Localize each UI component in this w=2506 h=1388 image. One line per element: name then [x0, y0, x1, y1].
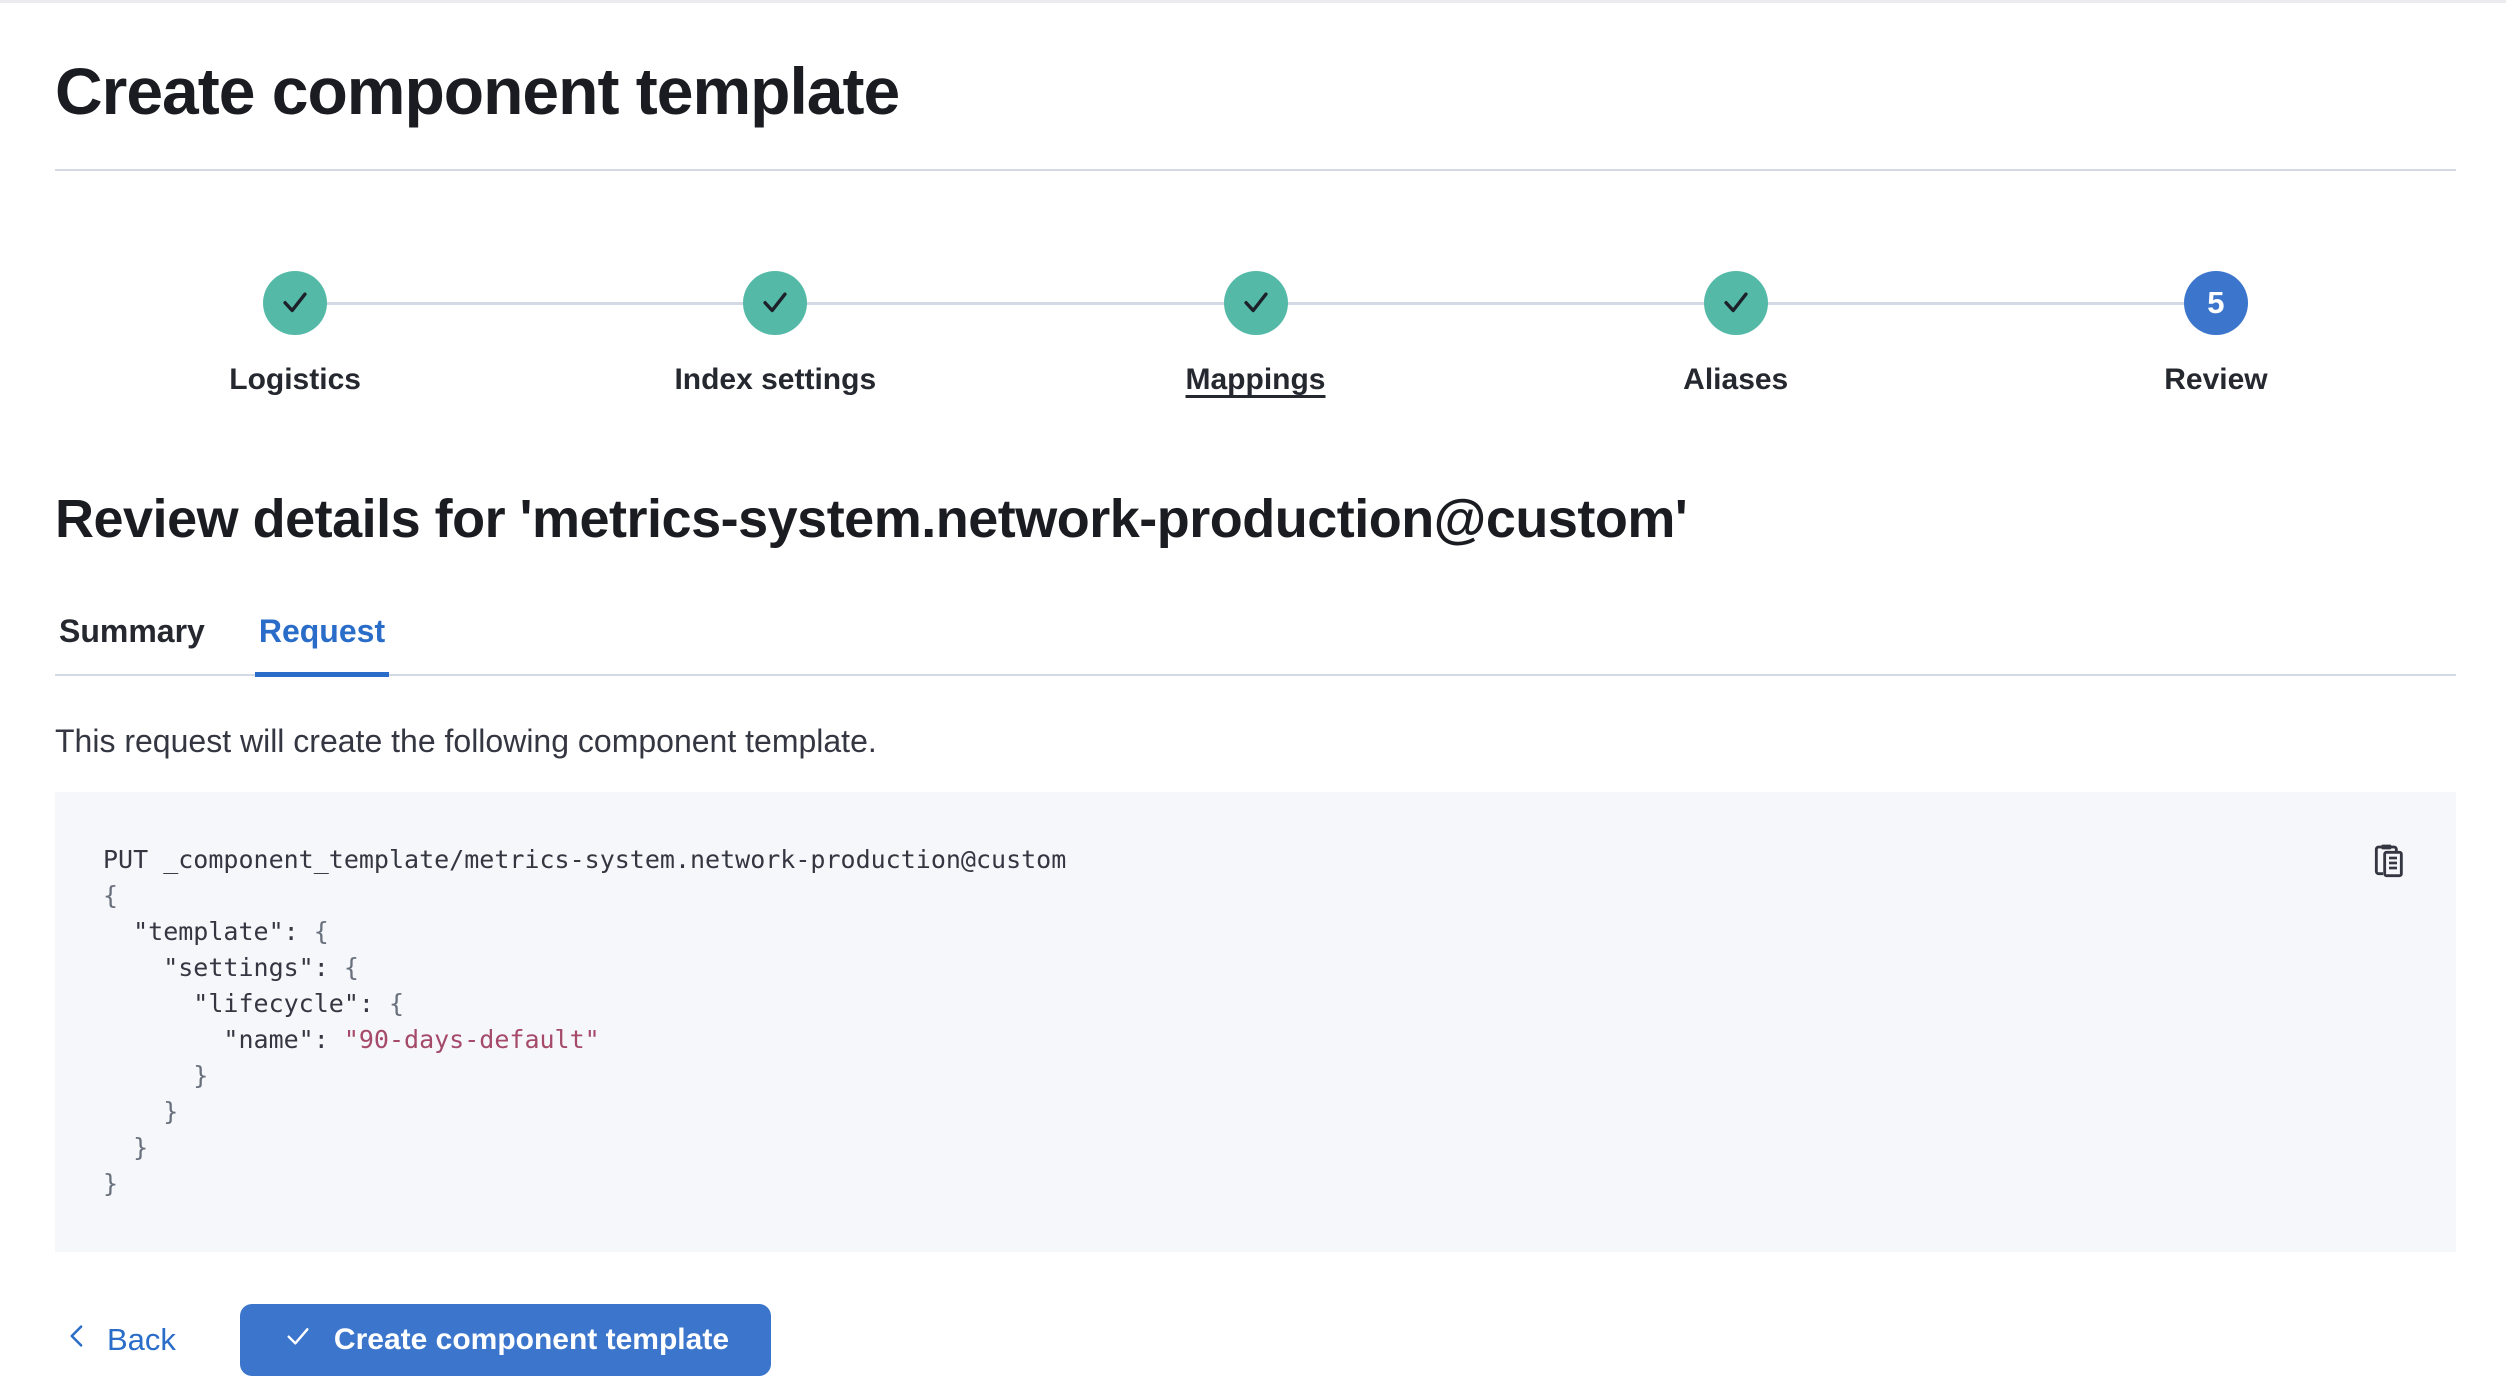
- step-circle: [1223, 271, 1288, 335]
- check-icon: [1239, 285, 1273, 322]
- back-button[interactable]: Back: [55, 1320, 184, 1360]
- step-label: Logistics: [229, 363, 361, 396]
- chevron-left-icon: [63, 1321, 93, 1359]
- code-line: }: [103, 1133, 149, 1162]
- code-line: PUT _component_template/metrics-system.n…: [103, 845, 1067, 874]
- step-item-aliases[interactable]: Aliases: [1496, 271, 1976, 399]
- check-icon: [1719, 285, 1753, 322]
- step-item-index-settings[interactable]: Index settings: [535, 271, 1015, 399]
- step-circle: [1703, 271, 1768, 335]
- tab-bar: Summary Request: [55, 613, 2456, 677]
- code-line: }: [103, 1097, 179, 1126]
- page-content: Create component template Logistics Inde…: [0, 45, 2506, 1376]
- code-lines: PUT _component_template/metrics-system.n…: [103, 842, 2336, 1202]
- page-title: Create component template: [55, 54, 900, 128]
- step-item-mappings[interactable]: Mappings: [1015, 271, 1495, 399]
- step-circle: [263, 271, 328, 335]
- back-button-label: Back: [107, 1322, 176, 1357]
- check-icon: [758, 285, 792, 322]
- step-progress: Logistics Index settings Mappings: [55, 271, 2456, 399]
- code-line: "settings": {: [103, 953, 359, 982]
- request-description: This request will create the following c…: [55, 723, 877, 759]
- request-code-panel: PUT _component_template/metrics-system.n…: [55, 792, 2456, 1252]
- code-line: }: [103, 1169, 119, 1198]
- step-circle-current: 5: [2183, 271, 2248, 335]
- tab-request[interactable]: Request: [254, 613, 390, 677]
- tab-summary[interactable]: Summary: [55, 613, 209, 676]
- code-line: {: [103, 881, 119, 910]
- code-line: "lifecycle": {: [103, 989, 405, 1018]
- step-label: Aliases: [1683, 363, 1789, 396]
- step-label: Mappings: [1185, 363, 1326, 396]
- check-icon: [278, 285, 312, 322]
- create-component-template-button[interactable]: Create component template: [239, 1304, 772, 1376]
- copy-clipboard-icon: [2368, 841, 2408, 884]
- check-icon: [282, 1320, 314, 1360]
- step-item-logistics[interactable]: Logistics: [55, 271, 535, 399]
- step-number: 5: [2207, 285, 2225, 320]
- create-component-template-label: Create component template: [333, 1323, 730, 1356]
- code-line: }: [103, 1061, 209, 1090]
- code-line: "name": "90-days-default": [103, 1025, 600, 1054]
- copy-button[interactable]: [2366, 840, 2410, 884]
- step-label: Index settings: [674, 363, 877, 396]
- step-circle: [743, 271, 808, 335]
- review-details-heading: Review details for 'metrics-system.netwo…: [55, 489, 1688, 549]
- footer-actions: Back Create component template: [55, 1304, 2456, 1376]
- code-line: "template": {: [103, 917, 329, 946]
- step-label: Review: [2164, 363, 2268, 396]
- step-item-review[interactable]: 5 Review: [1976, 271, 2456, 399]
- horizontal-divider: [55, 169, 2456, 171]
